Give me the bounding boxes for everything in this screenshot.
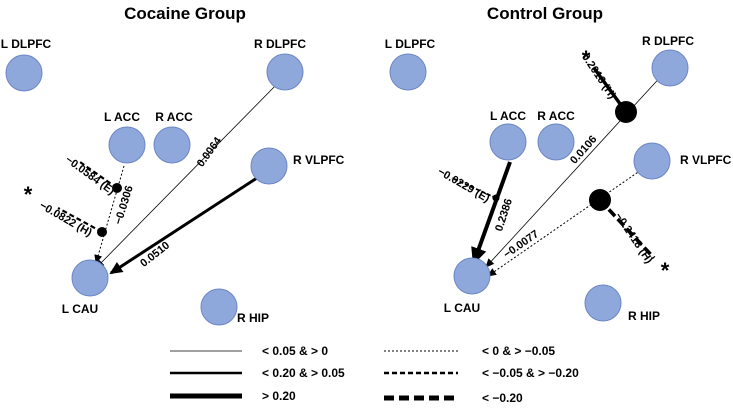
modulator-h-vlpfc-dot (589, 189, 611, 211)
node-l-dlpfc (389, 53, 427, 91)
node-label-r-hip: R HIP (628, 309, 660, 323)
node-label-r-hip: R HIP (237, 311, 269, 325)
node-label-l-cau: L CAU (62, 302, 98, 316)
node-label-l-acc: L ACC (104, 110, 140, 124)
modulator-h-label: −0.0822 (H) (37, 200, 94, 240)
node-r-acc (537, 123, 575, 161)
significance-asterisk-vlpfc: * (661, 258, 670, 283)
legend-label-medium-dashed: < −0.05 & > −0.20 (482, 366, 579, 380)
significance-asterisk-dlpfc: * (582, 46, 591, 71)
edge-value-r-dlpfc: 0.0064 (195, 134, 225, 169)
legend-label-thin-dashed: < 0 & > −0.05 (482, 344, 555, 358)
modulator-h-vlpfc-label: −0.2418 (H) (612, 211, 655, 266)
node-r-dlpfc (266, 53, 304, 91)
node-label-l-dlpfc: L DLPFC (385, 37, 436, 51)
legend-label-thin-solid: < 0.05 & > 0 (262, 344, 328, 358)
modulator-h-vlpfc-line (598, 198, 656, 260)
modulator-e-label: −0.0229 (E) (435, 166, 491, 205)
legend-label-thick-solid: > 0.20 (262, 389, 296, 403)
node-l-dlpfc (5, 54, 43, 92)
edge-r-vlpfc-to-l-cau (109, 174, 261, 275)
node-label-l-cau: L CAU (444, 301, 480, 315)
legend: < 0.05 & > 0 < 0.20 & > 0.05 > 0.20 < 0 … (170, 344, 579, 405)
modulator-e-line (451, 177, 497, 199)
control-panel: Control Group L DLPFC R DLPFC L ACC R AC… (385, 4, 732, 323)
node-label-r-vlpfc: R VLPFC (293, 153, 345, 167)
modulator-h-dlpfc-dot (615, 101, 637, 123)
edge-r-dlpfc-to-l-cau (95, 81, 280, 269)
node-l-acc (108, 126, 146, 164)
edge-value-r-vlpfc: −0.0077 (501, 228, 541, 261)
edge-r-dlpfc-to-l-cau (485, 71, 666, 268)
modulator-e-dot (492, 194, 500, 202)
node-label-l-dlpfc: L DLPFC (1, 37, 52, 51)
cocaine-panel: Cocaine Group L DLPFC R DLPFC L ACC R AC… (1, 4, 345, 326)
edge-l-acc-to-l-cau (94, 165, 125, 264)
node-label-r-acc: R ACC (155, 110, 193, 124)
node-l-cau (453, 257, 491, 295)
node-r-vlpfc (633, 142, 671, 180)
modulator-h-dot (97, 227, 107, 237)
node-r-hip (200, 288, 238, 326)
node-l-cau (71, 259, 109, 297)
edge-l-acc-to-l-cau (471, 161, 512, 265)
node-r-dlpfc (651, 49, 689, 87)
node-r-vlpfc (250, 147, 288, 185)
modulator-e-dot (112, 183, 122, 193)
legend-label-thick-dashed: < −0.20 (482, 391, 523, 405)
node-l-acc (489, 123, 527, 161)
significance-asterisk: * (24, 182, 33, 207)
node-label-r-vlpfc: R VLPFC (680, 153, 732, 167)
legend-label-medium-solid: < 0.20 & > 0.05 (262, 366, 345, 380)
node-label-l-acc: L ACC (490, 109, 526, 123)
modulator-e-label: −0.0584 (E) (63, 154, 117, 198)
control-panel-title: Control Group (487, 4, 603, 23)
node-label-r-dlpfc: R DLPFC (642, 34, 694, 48)
cocaine-panel-title: Cocaine Group (124, 4, 246, 23)
node-label-r-acc: R ACC (537, 109, 575, 123)
node-r-acc (153, 126, 191, 164)
node-label-r-dlpfc: R DLPFC (254, 37, 306, 51)
node-r-hip (584, 284, 622, 322)
modulator-h-line (57, 207, 103, 233)
